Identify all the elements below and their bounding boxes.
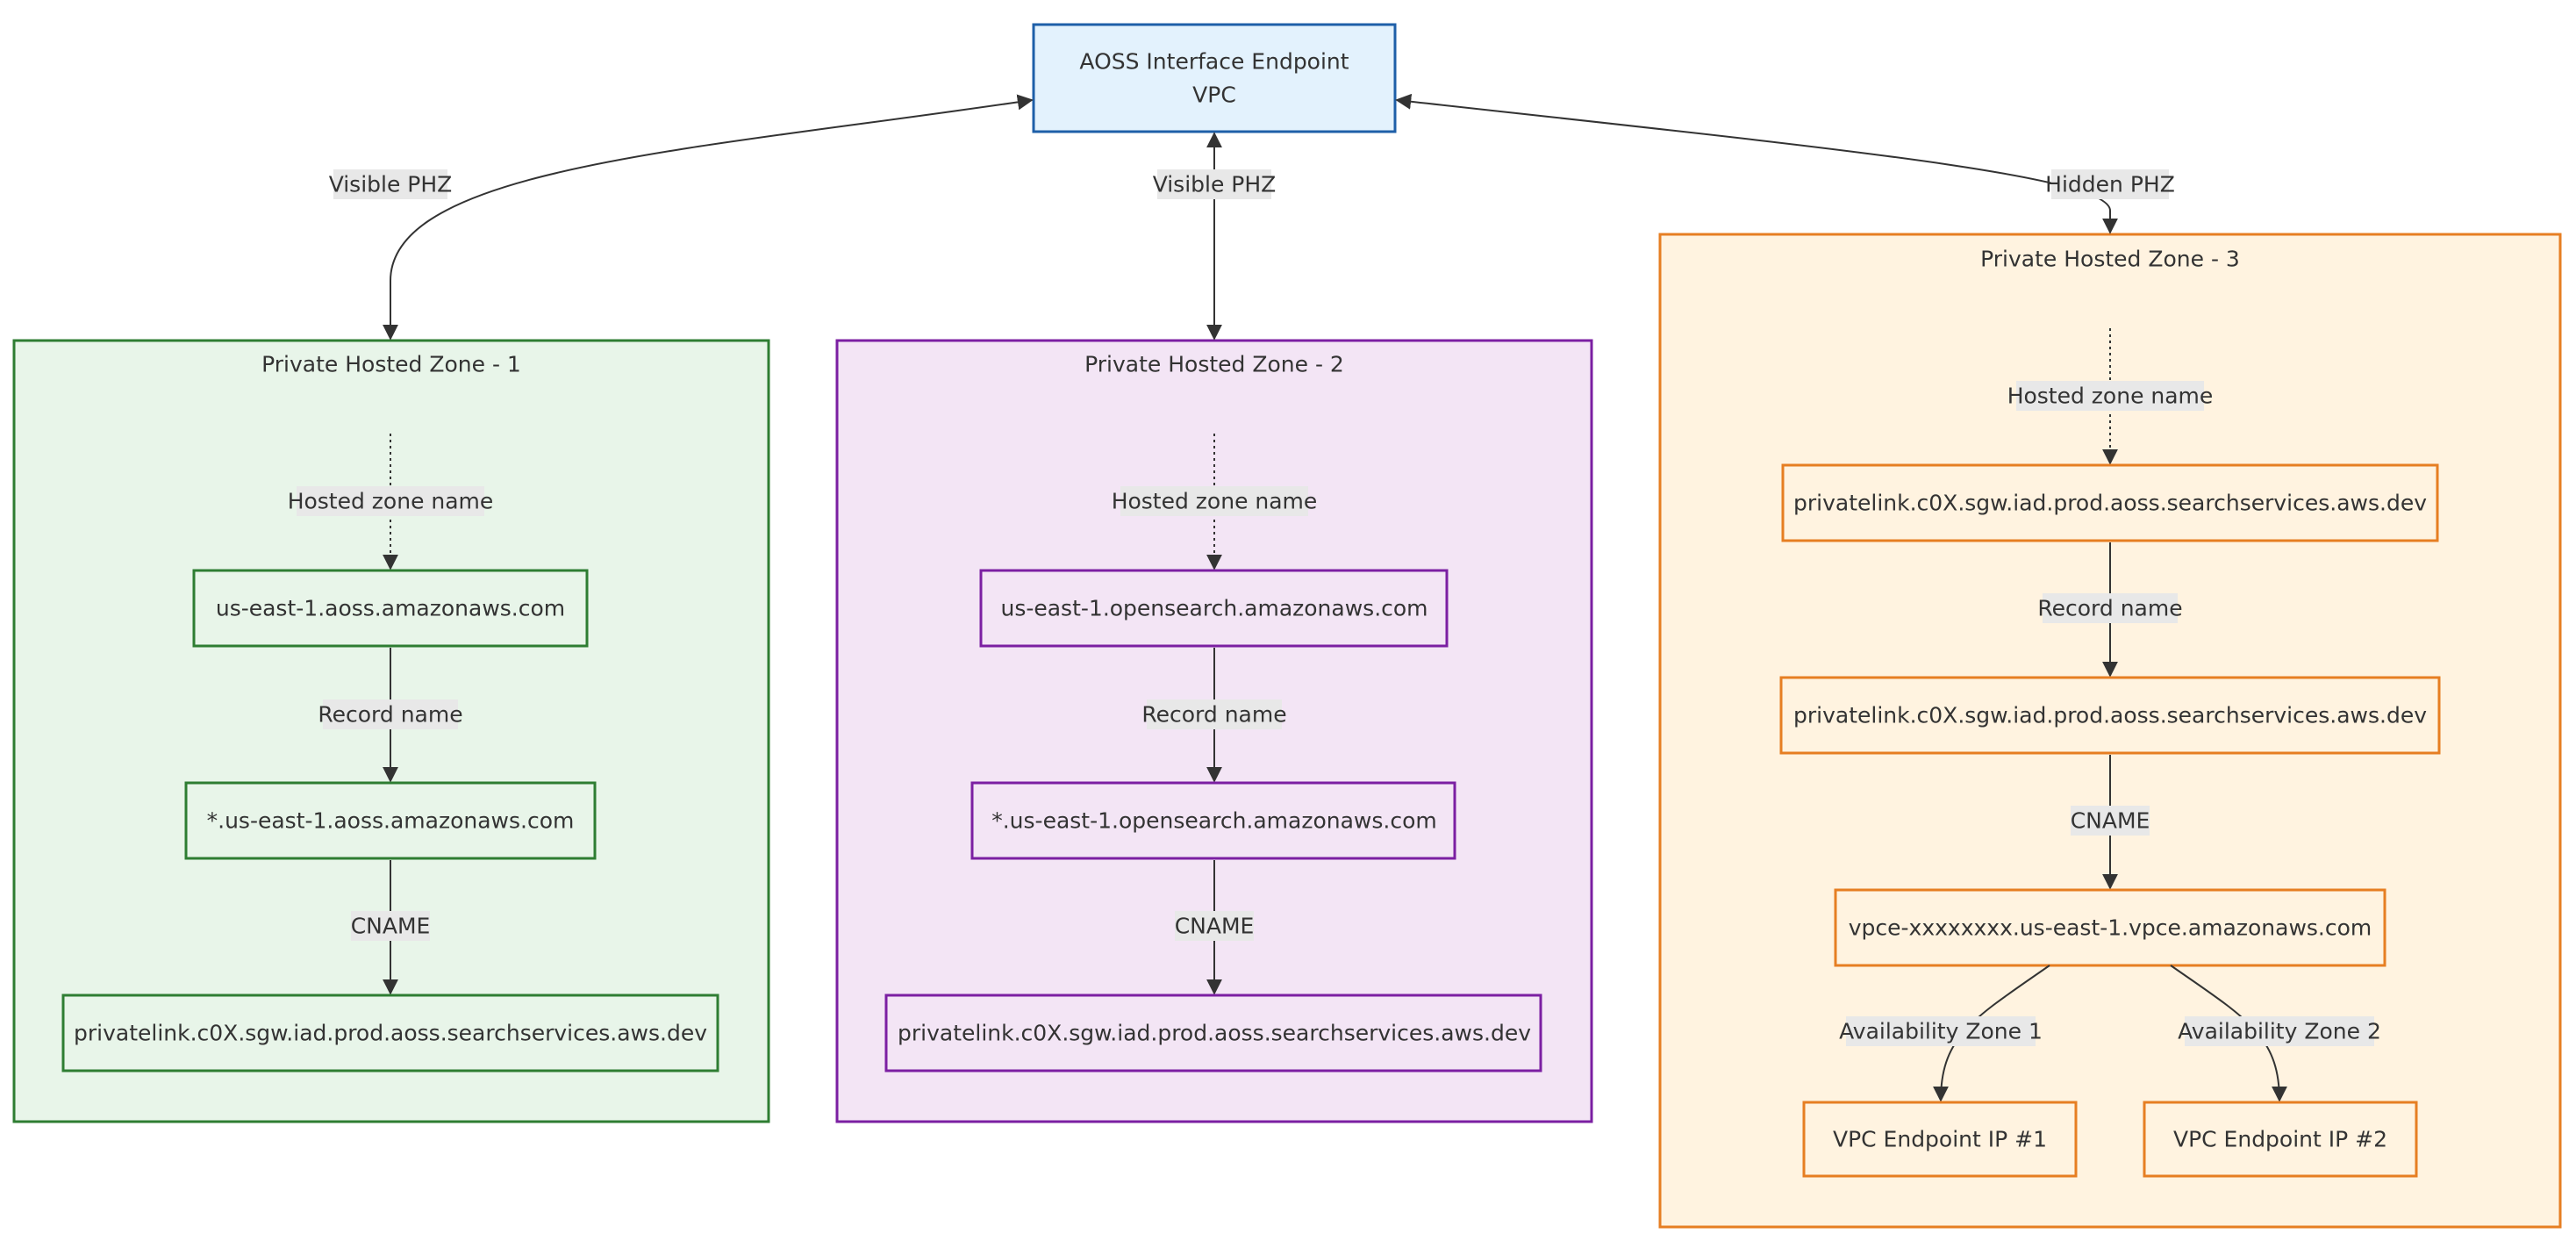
edge-label-visible-phz-1: Visible PHZ bbox=[329, 172, 453, 197]
zone2-record-text: *.us-east-1.opensearch.amazonaws.com bbox=[991, 808, 1437, 834]
zone2-hosted-zone-label: Hosted zone name bbox=[1112, 489, 1318, 514]
zone2-cname-label: CNAME bbox=[1175, 914, 1255, 939]
zone1-record-label: Record name bbox=[318, 702, 462, 728]
zone1-record-node[interactable] bbox=[184, 781, 597, 860]
zone2-hosted-zone-node[interactable] bbox=[979, 569, 1449, 648]
edge-endpoint-zone1 bbox=[383, 94, 1034, 341]
endpoint-label-line2: VPC bbox=[1192, 82, 1236, 108]
endpoint-node[interactable] bbox=[1032, 23, 1397, 133]
zone3-cname-node[interactable] bbox=[1834, 888, 2386, 967]
edge-label-bg bbox=[1175, 911, 1254, 941]
zone3-az1-label: Availability Zone 1 bbox=[1839, 1019, 2043, 1044]
edge-label-bg bbox=[2185, 1016, 2374, 1046]
edge-label-bg bbox=[1157, 169, 1271, 199]
edge-label-bg bbox=[2016, 381, 2204, 411]
edge-label-bg bbox=[2071, 806, 2150, 836]
zone1-hosted-zone-text: us-east-1.aoss.amazonaws.com bbox=[216, 596, 565, 621]
zone3-hosted-zone-label: Hosted zone name bbox=[2007, 384, 2214, 409]
edge-label-bg bbox=[333, 169, 447, 199]
zone1-cname-text: privatelink.c0X.sgw.iad.prod.aoss.search… bbox=[74, 1021, 707, 1046]
zone3-record-node[interactable] bbox=[1779, 676, 2441, 755]
endpoint-label-line1: AOSS Interface Endpoint bbox=[1079, 49, 1349, 75]
zone3-ip1-node[interactable] bbox=[1802, 1101, 2078, 1178]
zone2-hosted-zone-text: us-east-1.opensearch.amazonaws.com bbox=[1000, 596, 1428, 621]
zone3-record-text: privatelink.c0X.sgw.iad.prod.aoss.search… bbox=[1793, 703, 2427, 728]
edge-label-bg bbox=[323, 699, 458, 729]
edge-label-bg bbox=[2051, 169, 2169, 199]
edge-label-bg bbox=[351, 911, 430, 941]
zone3-title: Private Hosted Zone - 3 bbox=[1980, 247, 2240, 272]
zone3-hosted-zone-node[interactable] bbox=[1781, 463, 2439, 542]
edge-label-bg bbox=[2043, 593, 2178, 623]
zone1-hosted-zone-node[interactable] bbox=[192, 569, 589, 648]
zone1-cname-label: CNAME bbox=[351, 914, 431, 939]
zone2-record-node[interactable] bbox=[970, 781, 1456, 860]
edge-label-bg bbox=[1147, 699, 1282, 729]
zone3-cname-text: vpce-xxxxxxxx.us-east-1.vpce.amazonaws.c… bbox=[1849, 915, 2372, 941]
zone3-az2-label: Availability Zone 2 bbox=[2178, 1019, 2381, 1044]
zone3-ip2-node[interactable] bbox=[2143, 1101, 2418, 1178]
zone1-cname-node[interactable] bbox=[61, 994, 719, 1072]
edge-label-bg bbox=[297, 486, 484, 516]
zone3-record-label: Record name bbox=[2037, 596, 2182, 621]
zone2-cname-text: privatelink.c0X.sgw.iad.prod.aoss.search… bbox=[898, 1021, 1531, 1046]
edge-label-hidden-phz: Hidden PHZ bbox=[2045, 172, 2175, 197]
zone3-ip2-text: VPC Endpoint IP #2 bbox=[2173, 1127, 2387, 1152]
zone1-title: Private Hosted Zone - 1 bbox=[261, 352, 521, 377]
edge-label-visible-phz-2: Visible PHZ bbox=[1153, 172, 1277, 197]
zone2-record-label: Record name bbox=[1141, 702, 1286, 728]
zone1-record-text: *.us-east-1.aoss.amazonaws.com bbox=[207, 808, 575, 834]
edge-endpoint-zone3 bbox=[1395, 93, 2118, 234]
edge-label-bg bbox=[1120, 486, 1308, 516]
zone2-title: Private Hosted Zone - 2 bbox=[1084, 352, 1344, 377]
zone3-cname-label: CNAME bbox=[2071, 808, 2150, 834]
zone1-hosted-zone-label: Hosted zone name bbox=[288, 489, 494, 514]
zone3-ip1-text: VPC Endpoint IP #1 bbox=[1833, 1127, 2047, 1152]
zone3-hosted-zone-text: privatelink.c0X.sgw.iad.prod.aoss.search… bbox=[1793, 491, 2427, 516]
zone2-cname-node[interactable] bbox=[884, 994, 1542, 1072]
edge-label-bg bbox=[1846, 1016, 2036, 1046]
